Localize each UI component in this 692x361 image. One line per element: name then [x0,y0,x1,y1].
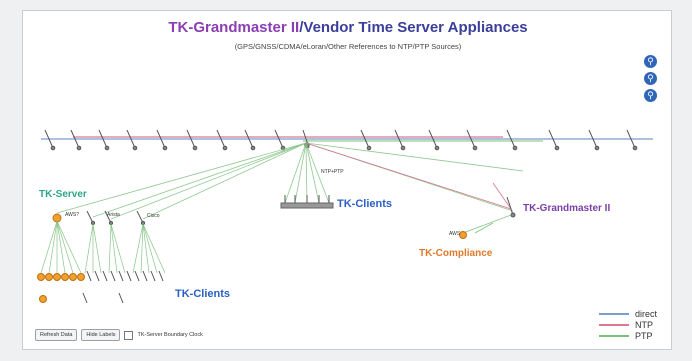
network-node-icon [466,129,478,151]
legend-label-ntp: NTP [635,319,653,330]
bottom-client-nodes[interactable] [37,270,164,304]
aws-node [86,210,96,226]
legend: direct NTP PTP [587,308,657,341]
network-node-icon [588,129,600,151]
legend-item-direct: direct [587,308,657,319]
toolbar: Refresh Data Hide Labels TK-Server Bound… [35,329,203,341]
network-node-icon [360,129,372,151]
network-node-icon [70,129,82,151]
tk-server-label: TK-Server [39,189,87,200]
network-node-icon [44,129,56,151]
tk-server-cluster[interactable] [52,210,146,226]
cisco-node [136,210,146,226]
legend-swatch-ntp [599,323,629,326]
legend-item-ntp: NTP [587,319,657,330]
compliance-node[interactable] [459,231,467,239]
hide-labels-button[interactable]: Hide Labels [81,329,121,341]
tk-clients-top-label: TK-Clients [337,198,392,210]
client-links [40,220,166,274]
aws-lower-label: AWS [449,231,461,237]
topology-graph[interactable]: TK-Server AWS? Arista Cisco NTP+PTP TK-C… [23,11,673,351]
legend-item-ptp: PTP [587,330,657,341]
page-subtitle: (GPS/GNSS/CDMA/eLoran/Other References t… [234,42,462,51]
network-node-icon [626,129,638,151]
backbone-nodes[interactable] [44,129,638,151]
network-node-icon [216,129,228,151]
network-node-icon [186,129,198,151]
ntp-fanout-links [305,142,512,210]
legend-label-direct: direct [635,308,658,319]
network-node-icon [156,129,168,151]
tk-server-node [52,213,62,223]
legend-swatch-ptp [599,334,629,337]
boundary-clock-checkbox[interactable] [124,330,134,340]
page-title: TK-Grandmaster II/Vendor Time Server App… [23,19,673,36]
top-client-nodes[interactable] [280,195,334,209]
refresh-data-button[interactable]: Refresh Data [35,329,78,341]
arista-label: Arista [107,212,120,218]
ntp-ptp-label: NTP+PTP [321,169,344,175]
cisco-label: Cisco [147,213,160,219]
boundary-clock-label: TK-Server Boundary Clock [137,332,203,338]
legend-swatch-direct [599,312,629,315]
zoom-reset-icon: ⚲ [647,90,654,100]
compliance-links [462,214,512,234]
aws-label: AWS? [65,212,79,218]
network-node-icon [274,129,286,151]
grandmaster-node[interactable] [506,196,516,218]
tk-compliance-label: TK-Compliance [419,248,493,259]
network-topology-panel: TK-Grandmaster II/Vendor Time Server App… [22,10,672,350]
zoom-reset-button[interactable]: ⚲ [644,89,657,102]
network-node-icon [428,129,440,151]
network-node-icon [98,129,110,151]
zoom-in-icon: ⚲ [647,56,654,66]
zoom-out-button[interactable]: ⚲ [644,72,657,85]
zoom-out-icon: ⚲ [647,73,654,83]
network-node-icon [506,129,518,151]
title-highlight: TK-Grandmaster II [168,19,300,36]
network-node-icon [126,129,138,151]
zoom-in-button[interactable]: ⚲ [644,55,657,68]
backbone-links [41,136,653,142]
tk-grandmaster-label: TK-Grandmaster II [523,203,610,214]
network-node-icon [548,129,560,151]
tk-clients-bottom-label: TK-Clients [175,288,230,300]
network-node-icon [394,129,406,151]
network-node-icon [244,129,256,151]
title-rest: /Vendor Time Server Appliances [299,19,528,36]
legend-label-ptp: PTP [635,330,653,341]
